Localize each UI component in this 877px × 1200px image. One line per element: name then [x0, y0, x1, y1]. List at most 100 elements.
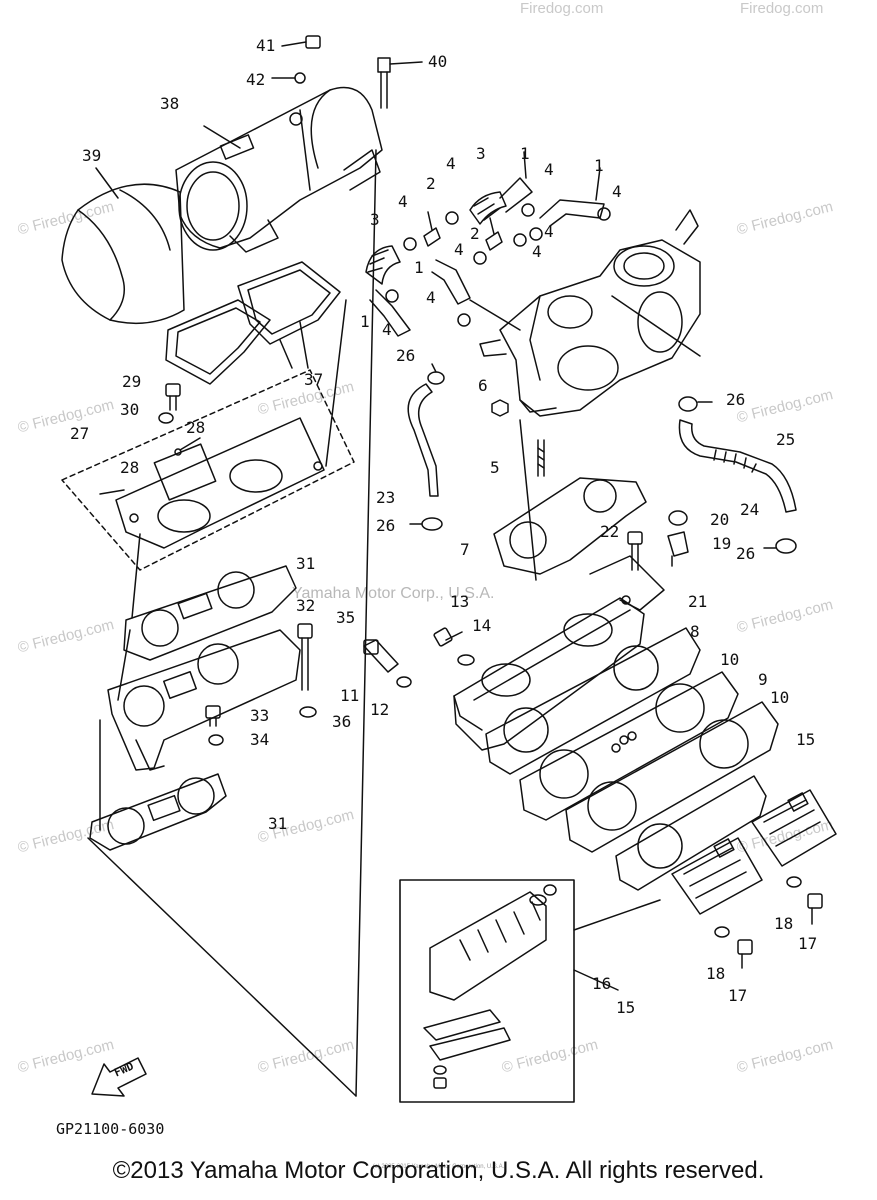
label-1d: 1: [360, 312, 370, 331]
washer-part-34: [208, 734, 224, 746]
center-watermark: Yamaha Motor Corp., U.S.A.: [292, 585, 495, 602]
washer-part-18-a: [786, 876, 802, 888]
hose-part-25: [678, 419, 797, 513]
intake-manifold-part-8: [453, 597, 645, 751]
clamp-part-26-b: [409, 517, 443, 531]
label-3b: 3: [370, 210, 380, 229]
label-25: 25: [776, 430, 796, 449]
reed-valve-detail-box-16: [399, 879, 661, 1103]
label-1c: 1: [414, 258, 424, 277]
copyright-footer: ©2013 Yamaha Motor Corporation, U.S.A. A…: [112, 1157, 765, 1184]
label-17a: 17: [798, 934, 818, 953]
label-14: 14: [472, 616, 492, 635]
label-21: 21: [688, 592, 708, 611]
gasket-part-31-lower: [89, 773, 227, 851]
clamp-part-26-d: [763, 538, 797, 554]
label-34: 34: [250, 730, 270, 749]
label-26d: 26: [736, 544, 756, 563]
label-3a: 3: [476, 144, 486, 163]
label-15b: 15: [616, 998, 636, 1017]
hose-part-3-top: [469, 191, 507, 225]
manifold-group-box-27: [61, 369, 355, 571]
label-18a: 18: [774, 914, 794, 933]
label-36: 36: [332, 712, 352, 731]
label-35: 35: [336, 608, 356, 627]
carburetor-assembly: [469, 209, 701, 417]
washer-part-36: [299, 706, 317, 718]
hose-part-1-a: [499, 151, 533, 213]
label-31b: 31: [268, 814, 288, 833]
label-28b: 28: [120, 458, 140, 477]
label-13: 13: [450, 592, 470, 611]
label-20: 20: [710, 510, 730, 529]
gasket-part-10-b: [565, 701, 779, 853]
muffler-part-38: [175, 86, 383, 253]
clamp-part-26-c: [678, 396, 713, 412]
label-19: 19: [712, 534, 732, 553]
label-9: 9: [758, 670, 768, 689]
gasket-part-10-c: [615, 775, 767, 891]
label-7: 7: [460, 540, 470, 559]
gasket-part-37: [165, 261, 341, 385]
label-40: 40: [428, 52, 448, 71]
exhaust-manifold-part-27: [99, 417, 325, 549]
label-15a: 15: [796, 730, 816, 749]
hose-part-1-b: [539, 167, 605, 227]
label-27: 27: [70, 424, 90, 443]
label-11: 11: [340, 686, 360, 705]
reed-valve-part-15-right: [751, 789, 837, 867]
label-41: 41: [256, 36, 276, 55]
washer-part-12: [396, 676, 412, 688]
label-23: 23: [376, 488, 396, 507]
label-8: 8: [690, 622, 700, 641]
bolt-part-28: [174, 437, 201, 456]
label-18b: 18: [706, 964, 726, 983]
label-4c: 4: [612, 182, 622, 201]
gasket-part-31-upper: [123, 565, 297, 661]
washer-part-14: [457, 654, 475, 666]
label-4i: 4: [382, 320, 392, 339]
bolt-part-33: [205, 705, 221, 727]
label-2a: 2: [426, 174, 436, 193]
label-1b: 1: [594, 156, 604, 175]
oring-part-42: [271, 72, 306, 84]
gasket-part-32: [107, 629, 301, 771]
nut-part-6: [491, 399, 509, 417]
washer-part-30: [158, 412, 174, 424]
elbow-hose-part-39: [61, 167, 185, 325]
bolt-part-22: [627, 531, 643, 571]
label-38: 38: [160, 94, 180, 113]
label-29: 29: [122, 372, 142, 391]
fine-print: (c) 2005-2015 Yamaha Motor Corporation, …: [372, 1164, 505, 1170]
watermark: Firedog.com: [520, 0, 604, 17]
fwd-arrow-icon: [91, 1057, 147, 1097]
hose-part-1-c: [431, 259, 471, 305]
label-33: 33: [250, 706, 270, 725]
bolt-part-17-b: [737, 939, 753, 969]
label-2b: 2: [470, 224, 480, 243]
clamp-part-26-a: [427, 363, 445, 385]
cap-part-41: [281, 35, 321, 49]
tee-part-2-b: [485, 217, 503, 251]
fitting-part-19: [667, 531, 689, 567]
label-4h: 4: [426, 288, 436, 307]
gasket-part-10-a: [485, 627, 701, 775]
hose-part-3-left: [365, 245, 401, 285]
label-4f: 4: [454, 240, 464, 259]
stud-part-11: [363, 639, 399, 673]
clamps-part-4: [385, 203, 611, 327]
watermark: Firedog.com: [740, 0, 824, 17]
label-4g: 4: [532, 242, 542, 261]
label-26b: 26: [376, 516, 396, 535]
label-10b: 10: [770, 688, 790, 707]
label-5: 5: [490, 458, 500, 477]
label-4e: 4: [544, 222, 554, 241]
label-31a: 31: [296, 554, 316, 573]
label-30: 30: [120, 400, 140, 419]
bolt-part-29: [165, 383, 181, 411]
label-4a: 4: [446, 154, 456, 173]
plate-part-9: [519, 671, 739, 821]
bolt-part-17-a: [807, 893, 823, 925]
label-24: 24: [740, 500, 760, 519]
